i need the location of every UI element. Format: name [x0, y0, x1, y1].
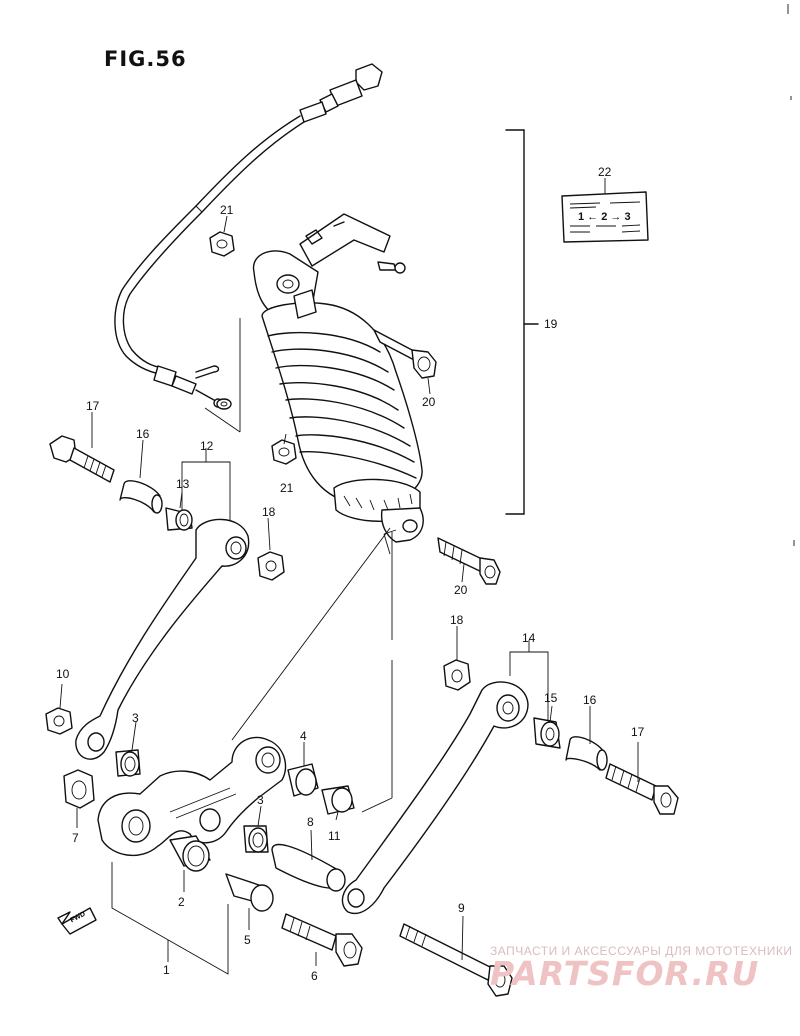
callout-17-right: 17 [631, 725, 645, 739]
callout-19: 19 [544, 317, 558, 331]
leader-lines [59, 178, 639, 975]
shock-absorber [252, 213, 424, 543]
bearing-2 [169, 835, 211, 872]
label-plate-22 [561, 191, 649, 243]
callout-9: 9 [458, 901, 465, 915]
bolt-20-upper [373, 329, 437, 379]
callout-12: 12 [200, 439, 214, 453]
bearing-3-upper [115, 749, 141, 777]
label-plate-text: 1 ← 2 → 3 [578, 211, 631, 223]
nut-7 [63, 769, 95, 809]
bearing-4 [287, 763, 319, 797]
nut-18-right [443, 659, 471, 691]
callout-8: 8 [307, 815, 314, 829]
forward-arrow [57, 907, 97, 935]
cushion-lever-1 [97, 736, 287, 857]
preload-adjuster-cable [114, 63, 383, 433]
callout-3-lower: 3 [257, 793, 264, 807]
figure-title: FIG.56 [104, 47, 187, 71]
callout-6: 6 [311, 969, 318, 983]
tie-rod-14-right [341, 681, 529, 915]
bolt-20-lower [437, 537, 501, 585]
callout-16-right: 16 [583, 693, 597, 707]
callout-18-left: 18 [262, 505, 276, 519]
sleeve-16-right [565, 736, 608, 771]
callout-11: 11 [328, 829, 341, 843]
callout-21-lower: 21 [280, 481, 294, 495]
sleeve-5 [225, 873, 274, 912]
nut-18-left [257, 551, 285, 581]
callout-2: 2 [178, 895, 185, 909]
callout-18-right: 18 [450, 613, 464, 627]
callout-15: 15 [544, 691, 558, 705]
callout-20-lower: 20 [454, 583, 468, 597]
bearing-3-lower [243, 825, 269, 853]
nut-10 [45, 707, 73, 735]
callout-22: 22 [598, 165, 612, 179]
callout-13: 13 [176, 477, 190, 491]
watermark-subtitle: ЗАПЧАСТИ И АКСЕССУАРЫ ДЛЯ МОТОТЕХНИКИ [490, 944, 793, 958]
callout-16-left: 16 [136, 427, 150, 441]
callout-7: 7 [72, 831, 79, 845]
callout-14: 14 [522, 631, 536, 645]
group-19-bracket [505, 129, 539, 515]
bolt-9 [399, 923, 513, 997]
callout-5: 5 [244, 933, 251, 947]
sleeve-16-left [119, 480, 163, 514]
bearing-15-right [533, 717, 561, 749]
bolt-17-right [605, 763, 679, 815]
sleeve-11 [321, 785, 355, 815]
nut-21-lower [271, 439, 297, 465]
bolt-6 [281, 913, 363, 967]
watermark-brand: PARTSFOR.RU [490, 954, 760, 993]
long-sleeve-8 [271, 843, 346, 892]
assembly-guide-lines [231, 527, 397, 813]
callout-3-upper: 3 [132, 711, 139, 725]
tie-rod-12-left [75, 518, 250, 760]
nut-21-upper [209, 231, 235, 257]
callout-10: 10 [56, 667, 70, 681]
page-edge-marks [787, 4, 795, 546]
bolt-17-left [49, 435, 115, 483]
bearing-13-left [165, 507, 193, 531]
callout-17-left: 17 [86, 399, 100, 413]
callout-20-upper: 20 [422, 395, 436, 409]
callout-21-upper: 21 [220, 203, 234, 217]
callout-1: 1 [163, 963, 170, 977]
callout-4: 4 [300, 729, 307, 743]
